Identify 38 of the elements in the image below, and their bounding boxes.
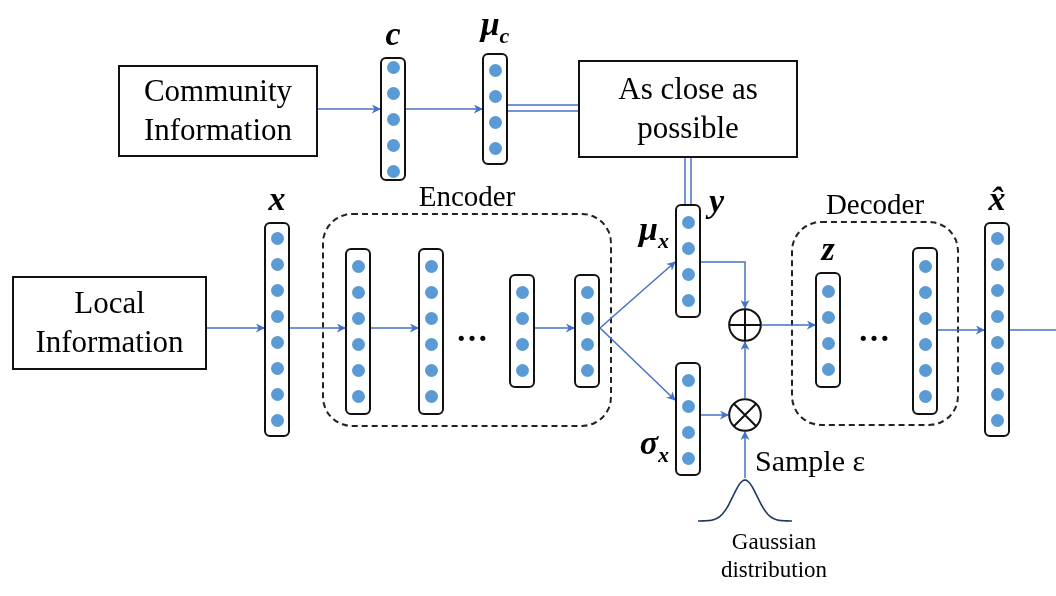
connector-line bbox=[1009, 329, 1056, 331]
arrow bbox=[599, 261, 676, 329]
layer-label: x bbox=[268, 182, 286, 216]
layer-label: σ$_{x}$ bbox=[639, 426, 669, 466]
text-box: As close as possible bbox=[578, 60, 798, 158]
layer-label: μ$_{x}$ bbox=[639, 212, 669, 252]
arrow bbox=[370, 323, 419, 333]
text-box: Community Information bbox=[118, 65, 318, 157]
edge-label: Sample ε bbox=[755, 444, 866, 478]
layer-label: x̂ bbox=[988, 182, 1006, 216]
layer-label: c bbox=[385, 17, 401, 51]
double-connector-line bbox=[507, 104, 579, 112]
ellipsis-text: … bbox=[858, 312, 890, 349]
group-heading: Encoder bbox=[418, 180, 516, 213]
arrow bbox=[405, 104, 483, 114]
arrow bbox=[937, 325, 985, 335]
neuron-layer bbox=[509, 274, 535, 388]
arrow bbox=[761, 320, 816, 330]
arrow bbox=[740, 431, 750, 479]
neuron-layer bbox=[574, 274, 600, 388]
arrow bbox=[206, 323, 265, 333]
caption-text: Gaussian distribution bbox=[719, 528, 829, 584]
arrow bbox=[289, 323, 346, 333]
arrow bbox=[700, 410, 729, 420]
text-box: Local Information bbox=[12, 276, 207, 370]
neuron-layer bbox=[912, 247, 938, 415]
group-heading: Decoder bbox=[825, 188, 925, 221]
neuron-layer bbox=[418, 248, 444, 415]
arrow bbox=[700, 261, 750, 309]
layer-label: μ$_{c}$ bbox=[480, 7, 510, 47]
arrow bbox=[534, 323, 575, 333]
layer-label: z bbox=[821, 232, 835, 266]
arrow bbox=[599, 327, 676, 401]
neuron-layer bbox=[345, 248, 371, 415]
arrow bbox=[317, 104, 381, 114]
arrow bbox=[740, 341, 750, 399]
double-connector-line bbox=[684, 157, 692, 205]
ellipsis-text: … bbox=[456, 312, 488, 349]
